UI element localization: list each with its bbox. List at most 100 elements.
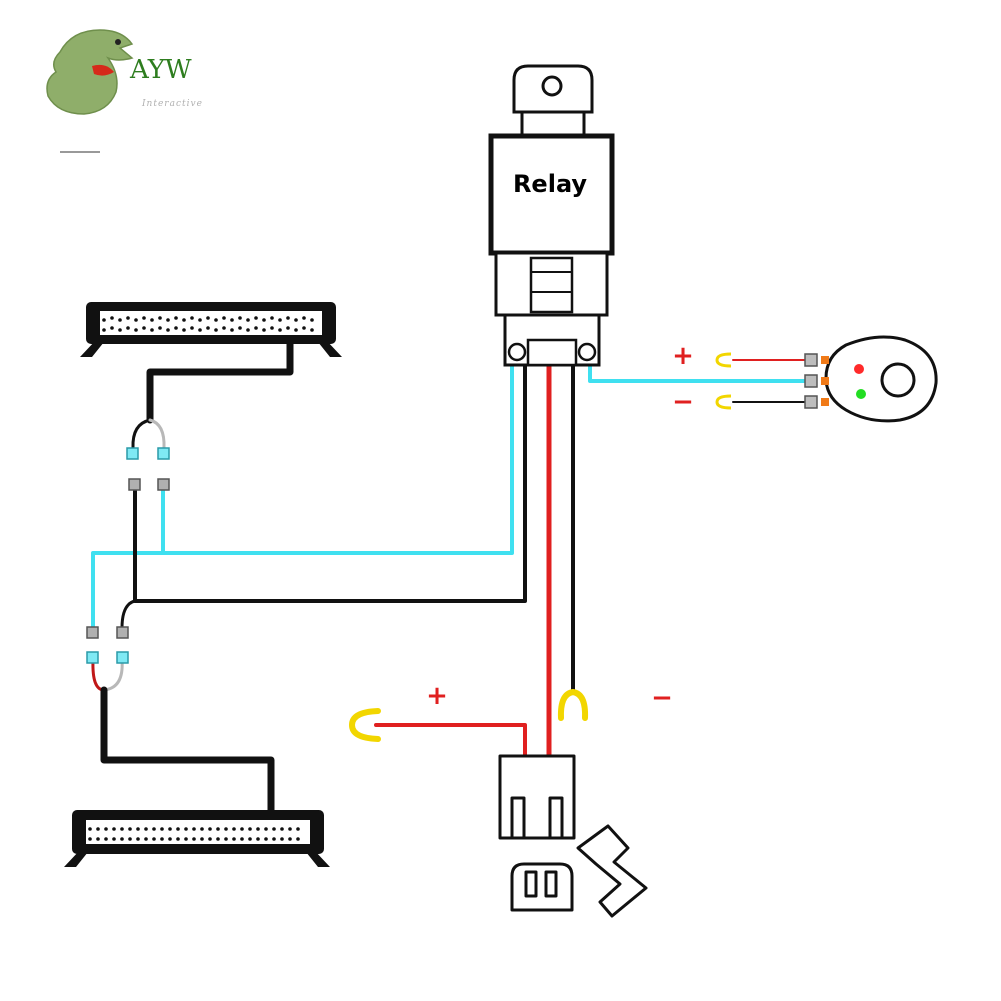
led-dot bbox=[248, 827, 252, 831]
led-dot bbox=[280, 837, 284, 841]
rocker-switch: + − bbox=[672, 335, 938, 423]
led-dot bbox=[134, 318, 138, 322]
relay-label: Relay bbox=[513, 170, 587, 198]
led-dot bbox=[216, 837, 220, 841]
led-dot bbox=[118, 318, 122, 322]
led-dot bbox=[208, 837, 212, 841]
connector-harness1-a bbox=[128, 478, 141, 491]
wire-relay-to-lights-black bbox=[133, 363, 527, 603]
led-dot bbox=[270, 316, 274, 320]
led-dot bbox=[110, 316, 114, 320]
led-dot bbox=[174, 326, 178, 330]
logo-subtext: Interactive bbox=[141, 99, 203, 109]
led-dot bbox=[208, 827, 212, 831]
led-dot bbox=[120, 837, 124, 841]
switch-terminal-middle bbox=[804, 374, 818, 388]
led-dot bbox=[254, 316, 258, 320]
led-dot bbox=[296, 827, 300, 831]
power-terminals: + − bbox=[348, 681, 673, 742]
fuse-cap bbox=[510, 862, 574, 912]
led-dot bbox=[152, 827, 156, 831]
led-dot bbox=[128, 837, 132, 841]
led-dot bbox=[88, 837, 92, 841]
switch-pins bbox=[804, 353, 829, 409]
led-dot bbox=[198, 318, 202, 322]
connector-light2-b bbox=[116, 651, 129, 664]
led-dot bbox=[104, 837, 108, 841]
led-dot bbox=[134, 328, 138, 332]
relay-socket-center bbox=[529, 256, 574, 314]
switch-positive-fork-icon bbox=[715, 352, 732, 368]
led-dot bbox=[142, 316, 146, 320]
switch-led-red-icon bbox=[854, 364, 864, 374]
connector-harness2-b bbox=[116, 626, 129, 639]
led-dot bbox=[128, 827, 132, 831]
led-dot bbox=[168, 827, 172, 831]
led-dot bbox=[232, 827, 236, 831]
relay-pin-right bbox=[577, 342, 597, 362]
led-dot bbox=[248, 837, 252, 841]
light-bar-bottom-leds bbox=[88, 827, 300, 841]
dragon-mouth-icon bbox=[92, 64, 114, 76]
led-dot bbox=[206, 316, 210, 320]
connector-light1-a bbox=[126, 447, 139, 460]
wire-relay-to-switch bbox=[588, 360, 810, 383]
switch-terminal-top bbox=[804, 353, 818, 367]
led-dot bbox=[176, 827, 180, 831]
led-dot bbox=[200, 827, 204, 831]
led-dot bbox=[294, 328, 298, 332]
led-dot bbox=[118, 328, 122, 332]
led-dot bbox=[294, 318, 298, 322]
led-dot bbox=[168, 837, 172, 841]
led-dot bbox=[310, 318, 314, 322]
led-dot bbox=[136, 827, 140, 831]
led-dot bbox=[88, 827, 92, 831]
led-dot bbox=[136, 837, 140, 841]
led-dot bbox=[264, 827, 268, 831]
dragon-eye-icon bbox=[115, 39, 121, 45]
wire-light1-harness-split-b bbox=[148, 418, 166, 450]
led-dot bbox=[126, 316, 130, 320]
power-negative-sign: − bbox=[651, 683, 673, 713]
led-dot bbox=[190, 316, 194, 320]
switch-pin-top bbox=[821, 356, 829, 364]
led-dot bbox=[256, 827, 260, 831]
positive-fork-terminal-icon bbox=[348, 708, 381, 742]
fuse-holder-clip bbox=[576, 824, 648, 918]
wire-light2-black-branch bbox=[120, 599, 137, 630]
switch-negative-sign: − bbox=[672, 387, 694, 417]
led-dot bbox=[272, 827, 276, 831]
led-dot bbox=[96, 827, 100, 831]
led-dot bbox=[224, 827, 228, 831]
wire-light2-harness bbox=[100, 686, 275, 816]
led-dot bbox=[246, 328, 250, 332]
led-dot bbox=[256, 837, 260, 841]
led-dot bbox=[262, 328, 266, 332]
connector-light2-a bbox=[86, 651, 99, 664]
led-dot bbox=[96, 837, 100, 841]
led-dot bbox=[166, 318, 170, 322]
light-bar-top bbox=[80, 302, 342, 357]
led-dot bbox=[102, 328, 106, 332]
light-bar-top-leds bbox=[102, 316, 314, 332]
led-dot bbox=[280, 827, 284, 831]
wire-light1-harness-split-a bbox=[131, 418, 152, 450]
light-bar-bottom bbox=[64, 810, 330, 867]
led-dot bbox=[224, 837, 228, 841]
led-dot bbox=[278, 328, 282, 332]
switch-positive-sign: + bbox=[672, 341, 694, 371]
led-dot bbox=[238, 326, 242, 330]
led-dot bbox=[160, 827, 164, 831]
led-dot bbox=[264, 837, 268, 841]
led-dot bbox=[184, 837, 188, 841]
light-bar-bottom-lens bbox=[86, 820, 310, 844]
switch-led-green-icon bbox=[856, 389, 866, 399]
led-dot bbox=[176, 837, 180, 841]
led-dot bbox=[216, 827, 220, 831]
led-dot bbox=[262, 318, 266, 322]
led-dot bbox=[190, 326, 194, 330]
power-positive-sign: + bbox=[426, 681, 448, 711]
relay: Relay bbox=[488, 64, 615, 367]
led-dot bbox=[184, 827, 188, 831]
